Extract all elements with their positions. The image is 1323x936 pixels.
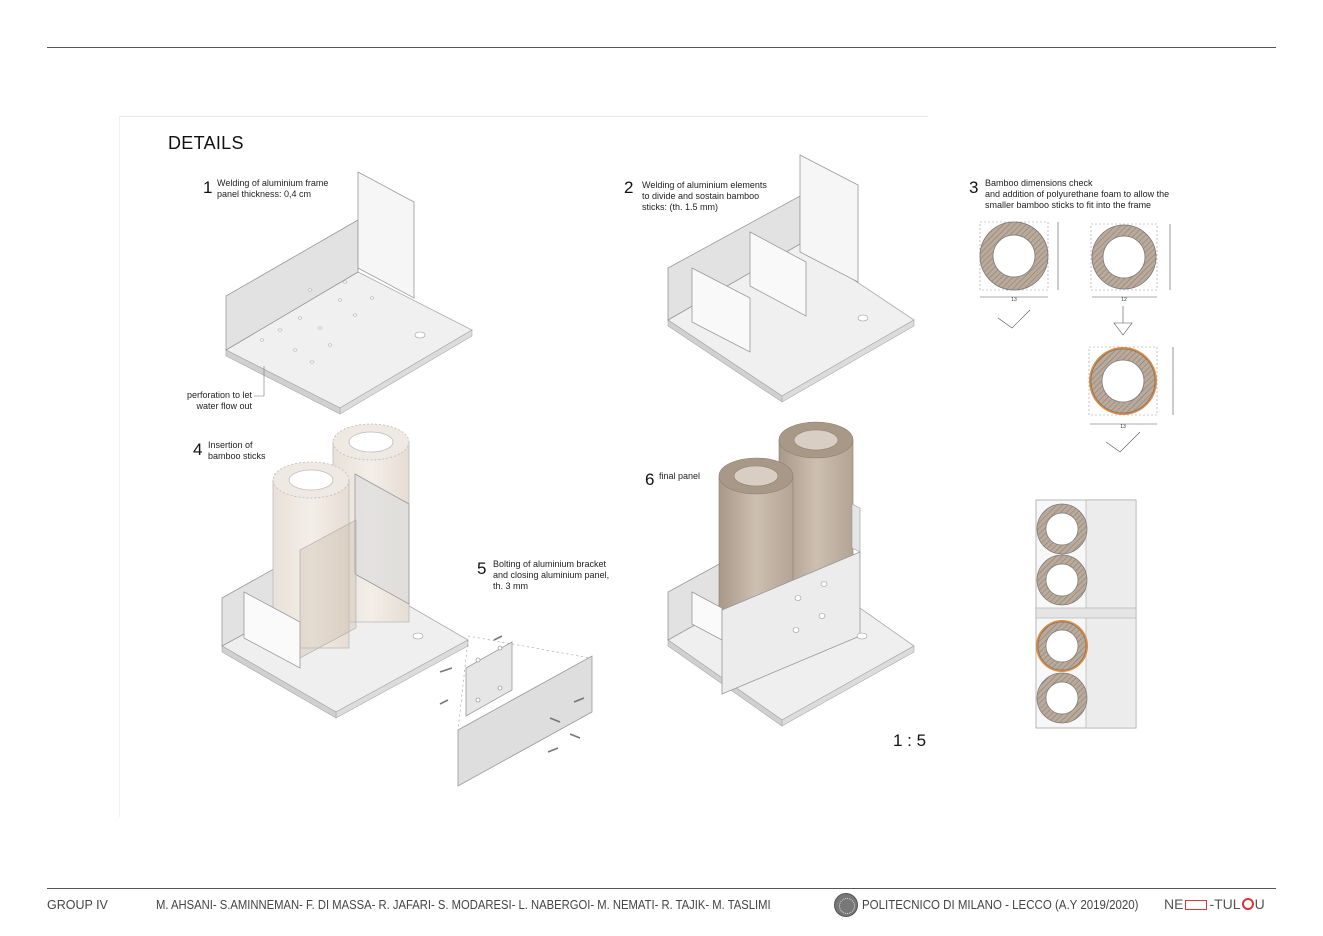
- step-4-caption: Insertion of bamboo sticks: [208, 440, 266, 461]
- dim-label-2: 12: [1121, 297, 1127, 303]
- step-5-number: 5: [477, 559, 487, 578]
- step-4-drawing: [221, 423, 469, 719]
- step-3-caption: Bamboo dimensions check and addition of …: [985, 178, 1170, 210]
- logo-circle-icon: [1241, 898, 1254, 910]
- step-2-number: 2: [624, 178, 634, 197]
- logo-text-tul: -TUL: [1209, 896, 1241, 912]
- scale-label: 1 : 5: [893, 731, 927, 750]
- perforation-annotation: perforation to let water flow out: [186, 390, 252, 411]
- step-5-caption: Bolting of aluminium bracket and closing…: [493, 559, 610, 591]
- step-1-number: 1: [203, 178, 213, 197]
- logo-rect-icon: [1185, 900, 1208, 910]
- university-seal-icon: [834, 893, 858, 917]
- step-5-drawing: [439, 635, 593, 787]
- section-plan-drawing: [1035, 499, 1137, 729]
- footer-group: GROUP IV: [47, 898, 108, 912]
- step-4-number: 4: [193, 440, 203, 459]
- dim-label-1: 13: [1011, 297, 1017, 303]
- step-3-drawing: 13 12 13: [979, 221, 1174, 453]
- step-2-drawing: [667, 154, 915, 403]
- footer-university: POLITECNICO DI MILANO - LECCO (A.Y 2019/…: [862, 898, 1139, 912]
- sheet-title: DETAILS: [168, 133, 244, 153]
- step-3-number: 3: [969, 178, 979, 197]
- dim-label-3: 13: [1120, 424, 1126, 430]
- drawing-frame: [119, 116, 928, 817]
- step-6-caption: final panel: [659, 471, 701, 481]
- step-6-number: 6: [645, 470, 655, 489]
- top-rule: [47, 47, 1276, 48]
- logo-text-u: U: [1254, 896, 1265, 912]
- step-1-drawing: [225, 171, 473, 415]
- step-2-caption: Welding of aluminium elements to divide …: [642, 180, 767, 212]
- project-logo: NE -TUL U: [1164, 896, 1265, 912]
- step-1-caption: Welding of aluminium frame panel thickne…: [217, 178, 329, 199]
- step-6-drawing: [667, 421, 915, 727]
- bottom-rule: [47, 888, 1276, 889]
- logo-text-ne: NE: [1164, 896, 1184, 912]
- footer-authors: M. AHSANI- S.AMINNEMAN- F. DI MASSA- R. …: [156, 898, 771, 912]
